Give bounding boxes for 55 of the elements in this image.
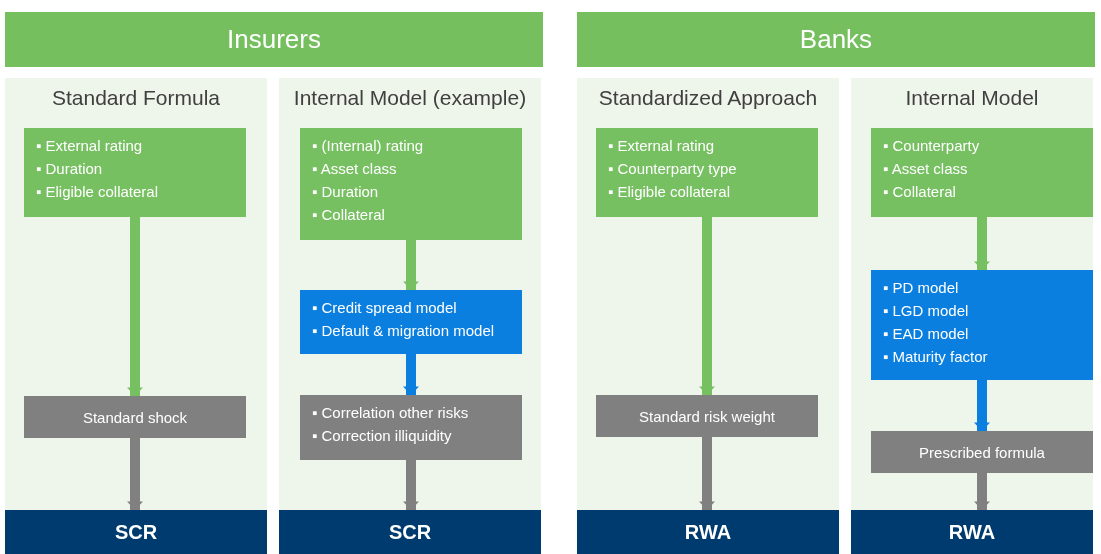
group-header-bar: Insurers bbox=[5, 12, 543, 67]
block-arrow bbox=[403, 354, 419, 395]
factor-box bbox=[871, 270, 1093, 380]
bullet-item: ▪ Maturity factor bbox=[883, 347, 989, 367]
factor-box bbox=[24, 128, 246, 217]
column-panel bbox=[279, 78, 541, 510]
bullet-item: ▪ Asset class bbox=[883, 159, 969, 179]
block-arrow bbox=[127, 217, 143, 396]
column-heading: Standardized Approach bbox=[597, 86, 819, 110]
column-heading: Internal Model (example) bbox=[292, 86, 528, 110]
factor-box bbox=[300, 128, 522, 240]
column-panel bbox=[577, 78, 839, 510]
result-bar: SCR bbox=[5, 510, 267, 554]
factor-box: Prescribed formula bbox=[871, 431, 1093, 473]
block-arrow bbox=[699, 217, 715, 395]
bullet-item: ▪ Eligible collateral bbox=[608, 182, 732, 202]
result-bar: RWA bbox=[577, 510, 839, 554]
factor-box bbox=[300, 395, 522, 460]
factor-box bbox=[871, 128, 1093, 217]
factor-box: Standard risk weight bbox=[596, 395, 818, 437]
block-arrow bbox=[974, 380, 990, 431]
bullet-item: ▪ External rating bbox=[36, 136, 144, 156]
bullet-item: ▪ Collateral bbox=[883, 182, 957, 202]
bullet-item: ▪ Duration bbox=[312, 182, 380, 202]
column-heading: Standard Formula bbox=[50, 86, 222, 110]
block-arrow bbox=[127, 438, 143, 510]
factor-box bbox=[300, 290, 522, 354]
column-panel bbox=[851, 78, 1093, 510]
factor-box bbox=[596, 128, 818, 217]
group-header-bar: Banks bbox=[577, 12, 1095, 67]
bullet-item: ▪ Duration bbox=[36, 159, 104, 179]
bullet-item: ▪ Correction illiquidity bbox=[312, 426, 453, 446]
result-bar: RWA bbox=[851, 510, 1093, 554]
column-panel bbox=[5, 78, 267, 510]
bullet-item: ▪ Asset class bbox=[312, 159, 398, 179]
block-arrow bbox=[403, 460, 419, 510]
bullet-item: ▪ Counterparty bbox=[883, 136, 981, 156]
bullet-item: ▪ Collateral bbox=[312, 205, 386, 225]
bullet-item: ▪ (Internal) rating bbox=[312, 136, 425, 156]
block-arrow bbox=[403, 240, 419, 290]
block-arrow bbox=[974, 217, 990, 270]
bullet-item: ▪ EAD model bbox=[883, 324, 970, 344]
block-arrow bbox=[699, 437, 715, 510]
bullet-item: ▪ Credit spread model bbox=[312, 298, 458, 318]
result-bar: SCR bbox=[279, 510, 541, 554]
bullet-item: ▪ Correlation other risks bbox=[312, 403, 470, 423]
bullet-item: ▪ Default & migration model bbox=[312, 321, 496, 341]
bullet-item: ▪ PD model bbox=[883, 278, 960, 298]
bullet-item: ▪ Counterparty type bbox=[608, 159, 738, 179]
block-arrow bbox=[974, 473, 990, 510]
factor-box: Standard shock bbox=[24, 396, 246, 438]
bullet-item: ▪ LGD model bbox=[883, 301, 970, 321]
column-heading: Internal Model bbox=[904, 86, 1040, 110]
bullet-item: ▪ Eligible collateral bbox=[36, 182, 160, 202]
bullet-item: ▪ External rating bbox=[608, 136, 716, 156]
